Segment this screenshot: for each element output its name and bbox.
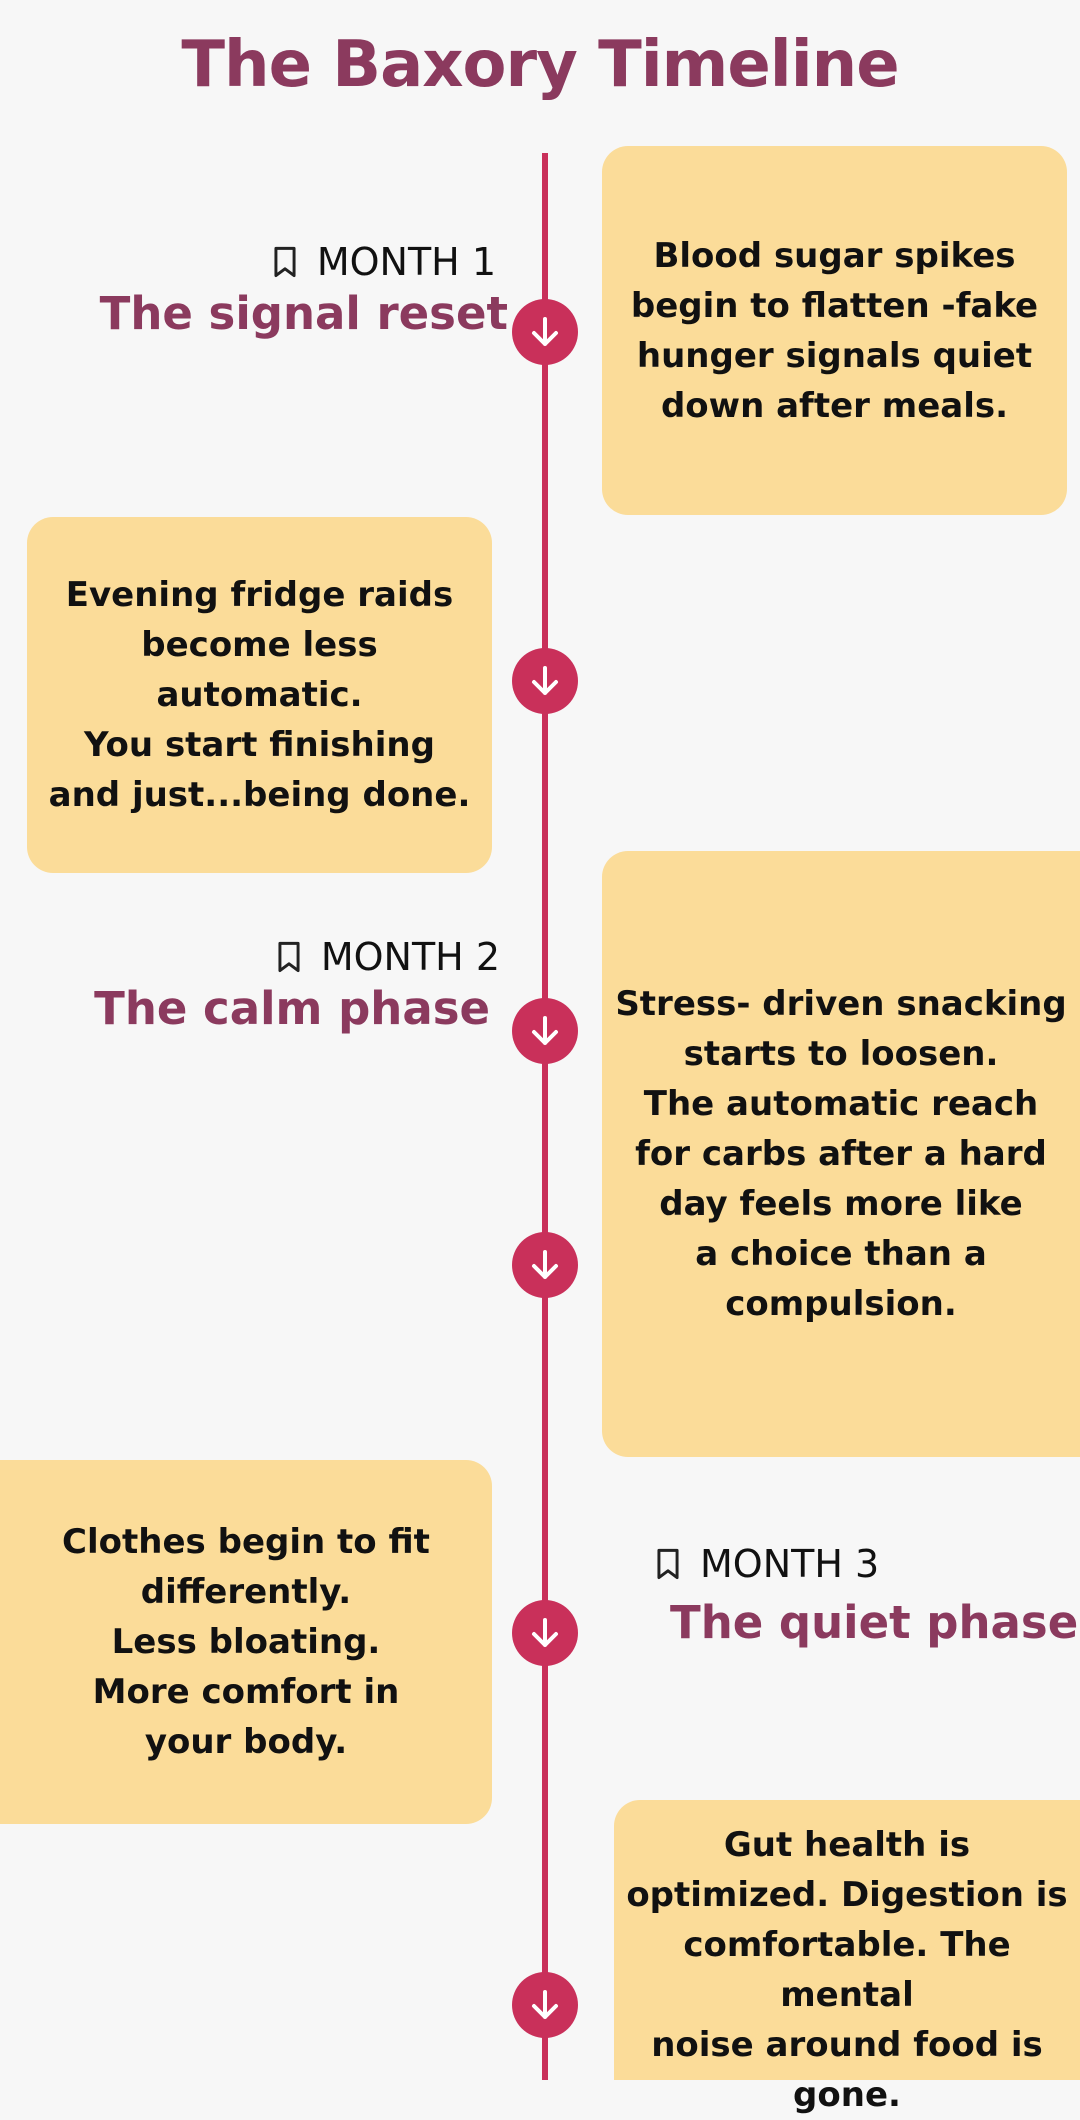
arrow-down-circle-icon bbox=[512, 1600, 578, 1666]
timeline-card-4: Clothes begin to fit differently. Less b… bbox=[0, 1460, 492, 1824]
arrow-down-circle-icon bbox=[512, 998, 578, 1064]
timeline-card-3: Stress- driven snacking starts to loosen… bbox=[602, 851, 1080, 1457]
month-3-phase-title: The quiet phase bbox=[670, 1596, 1079, 1649]
month-1-label-row: MONTH 1 bbox=[271, 240, 496, 284]
timeline-card-2: Evening fridge raids become less automat… bbox=[27, 517, 492, 873]
bookmark-icon bbox=[274, 246, 296, 278]
month-3-label: MONTH 3 bbox=[700, 1542, 880, 1586]
timeline-line bbox=[542, 153, 548, 2080]
timeline-card-1: Blood sugar spikes begin to flatten -fak… bbox=[602, 146, 1067, 515]
arrow-down-circle-icon bbox=[512, 1972, 578, 2038]
month-2-label-row: MONTH 2 bbox=[275, 935, 500, 979]
month-2-phase-title: The calm phase bbox=[94, 982, 490, 1035]
arrow-down-circle-icon bbox=[512, 299, 578, 365]
page-title: The Baxory Timeline bbox=[181, 28, 899, 102]
timeline-card-5: Gut health is optimized. Digestion is co… bbox=[614, 1800, 1080, 2115]
month-1-label: MONTH 1 bbox=[316, 240, 496, 284]
arrow-down-circle-icon bbox=[512, 1232, 578, 1298]
bookmark-icon bbox=[657, 1548, 679, 1580]
bookmark-icon bbox=[278, 941, 300, 973]
month-3-label-row: MONTH 3 bbox=[654, 1542, 879, 1586]
month-1-phase-title: The signal reset bbox=[99, 287, 508, 340]
month-2-label: MONTH 2 bbox=[320, 935, 500, 979]
arrow-down-circle-icon bbox=[512, 648, 578, 714]
